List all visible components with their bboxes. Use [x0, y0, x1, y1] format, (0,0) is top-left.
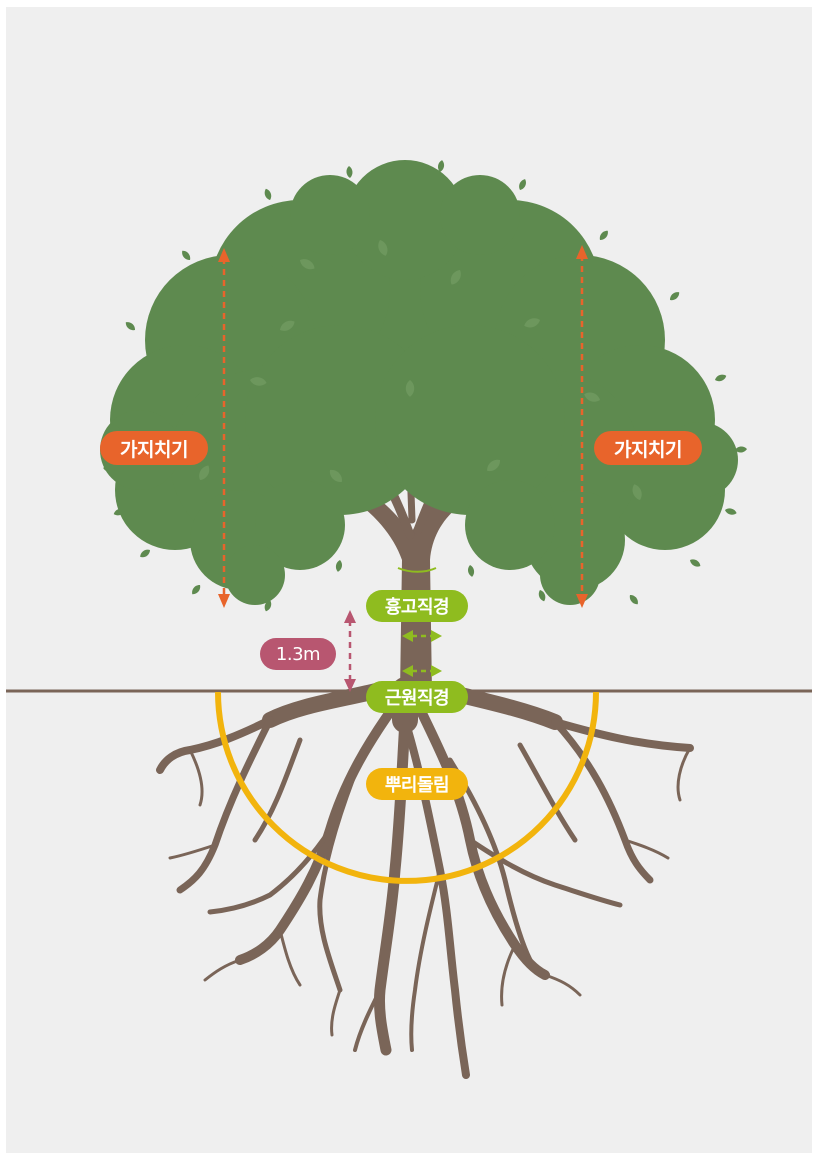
pruning-label-right: 가지치기 — [594, 431, 702, 465]
height-marker-label: 1.3m — [260, 638, 336, 670]
height-arrow-icon — [344, 610, 356, 692]
pruning-label-left: 가지치기 — [100, 431, 208, 465]
breast-height-diameter-label: 흉고직경 — [366, 590, 468, 622]
root-circumference-label: 뿌리돌림 — [366, 768, 468, 800]
root-collar-diameter-label: 근원직경 — [366, 681, 468, 713]
